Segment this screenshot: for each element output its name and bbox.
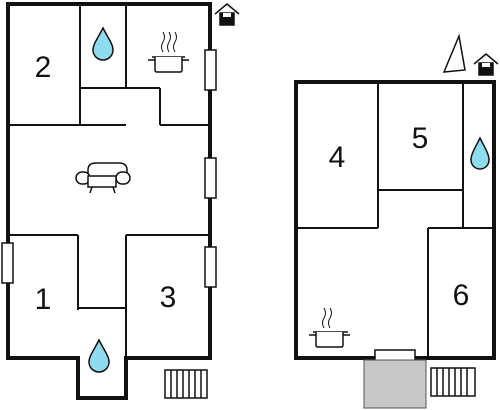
left-building-outer-wall — [6, 2, 212, 400]
window-left-lower — [204, 246, 217, 288]
right-building-outer-wall — [294, 80, 496, 360]
room-number-4: 4 — [329, 141, 346, 174]
right-building — [294, 80, 496, 360]
sofa-icon — [75, 162, 131, 194]
stairs-icon — [430, 367, 476, 397]
right-building-inner-walls — [296, 82, 494, 358]
room-number-6: 6 — [453, 279, 470, 312]
room-number-1: 1 — [35, 283, 52, 316]
window-left-top — [204, 49, 217, 91]
north-arrow-icon — [442, 33, 466, 73]
left-building-inner-walls — [8, 4, 210, 358]
room-number-3: 3 — [160, 281, 177, 314]
stairs-icon — [164, 369, 208, 399]
entrance-platform — [363, 359, 427, 409]
water-drop-icon — [88, 338, 110, 373]
window-right-entrance — [374, 349, 416, 362]
house-icon — [214, 3, 240, 26]
house-icon — [473, 53, 499, 76]
cooking-pot-icon — [148, 31, 189, 73]
water-drop-icon — [470, 136, 490, 170]
room-number-2: 2 — [35, 51, 52, 84]
water-drop-icon — [92, 26, 114, 61]
room-number-5: 5 — [412, 122, 429, 155]
window-left-west — [1, 242, 14, 284]
cooking-pot-icon — [309, 307, 350, 348]
left-building — [6, 2, 212, 400]
window-left-middle — [204, 157, 217, 199]
